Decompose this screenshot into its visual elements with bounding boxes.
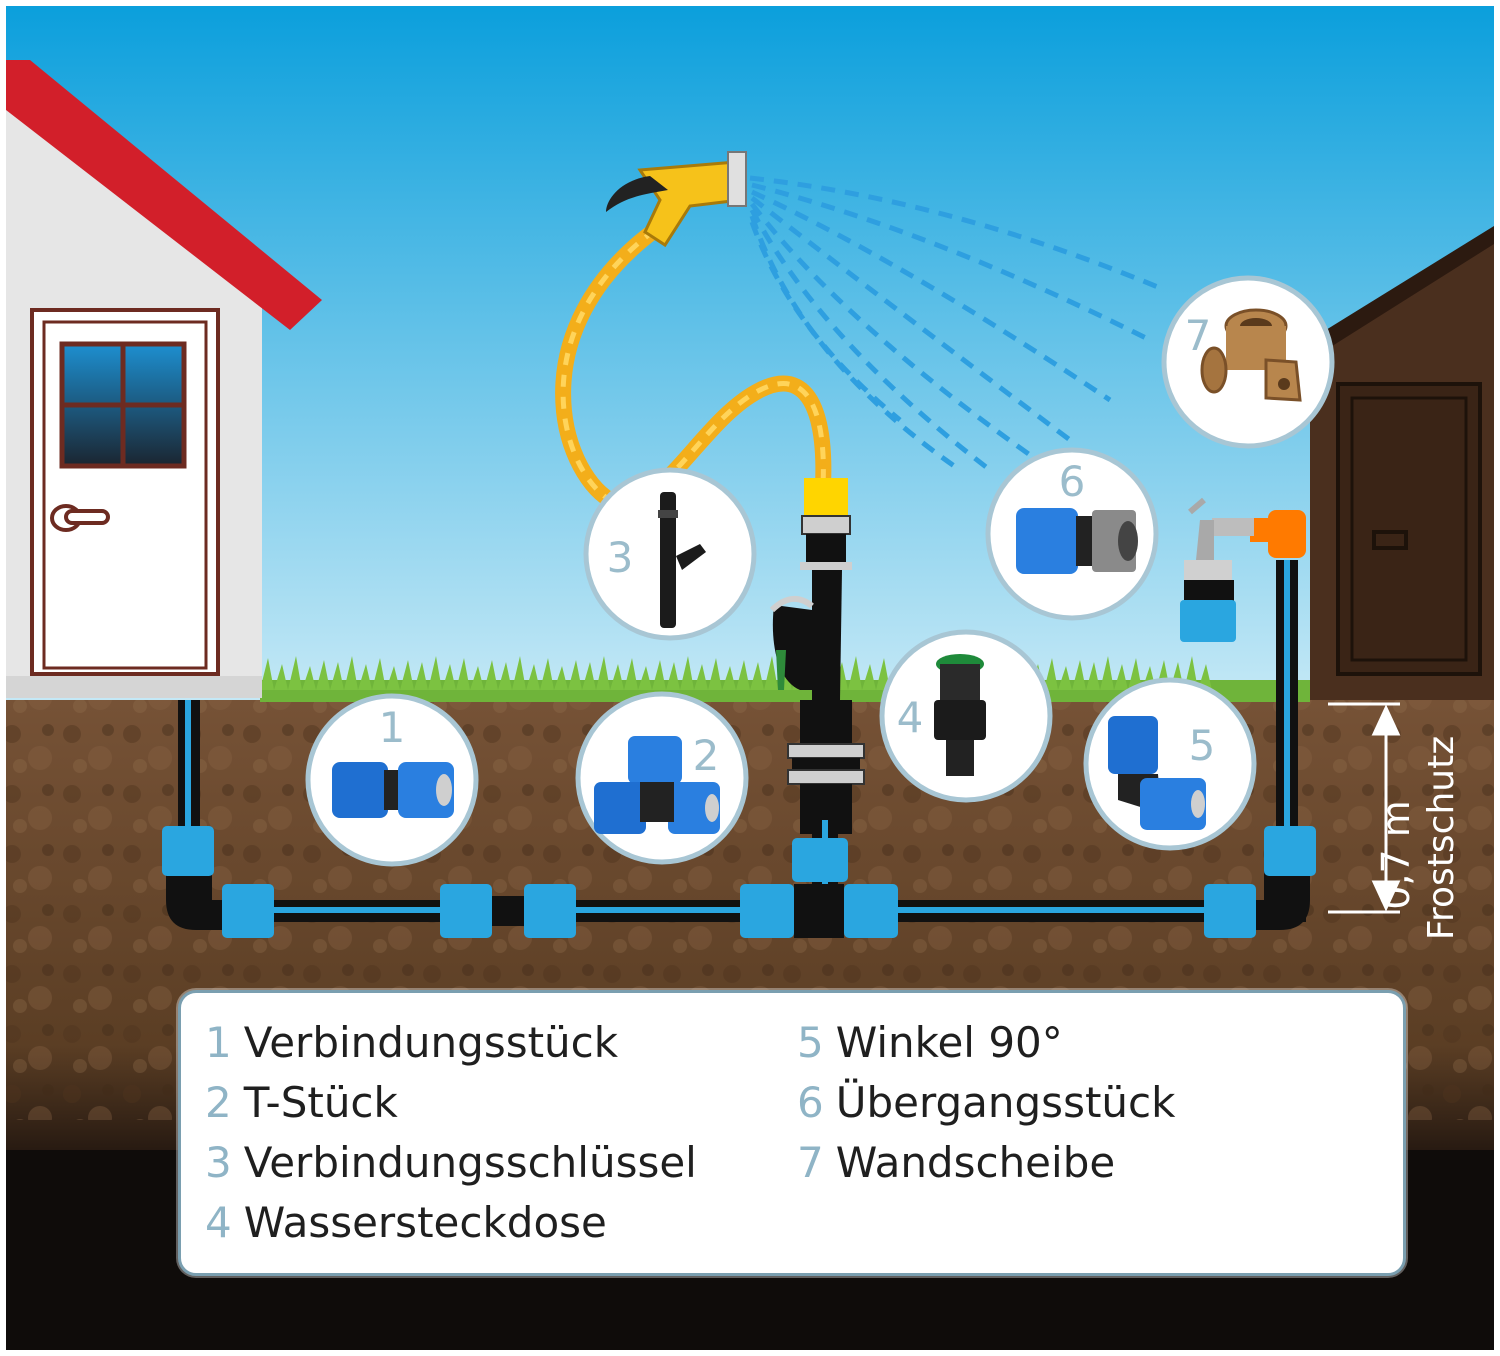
legend-item-number: 2	[205, 1078, 232, 1127]
legend-item-number: 4	[205, 1198, 232, 1247]
depth-value: 0,7 m	[1374, 800, 1418, 910]
callout-1-number: 1	[379, 703, 406, 752]
legend-item-number: 5	[797, 1018, 824, 1067]
callout-6-number: 6	[1059, 457, 1086, 506]
depth-indicator	[1328, 702, 1401, 914]
legend-item-label: Wassersteckdose	[243, 1198, 607, 1247]
callout-6: 6	[985, 447, 1159, 621]
legend-item-number: 7	[797, 1138, 824, 1187]
callout-3: 3	[583, 467, 757, 641]
house	[6, 60, 322, 698]
callout-7: 7	[1161, 275, 1335, 449]
wall-tap	[1180, 497, 1306, 642]
standpipe	[769, 478, 865, 834]
callout-3-number: 3	[607, 533, 634, 582]
callout-5: 5	[1083, 677, 1257, 851]
frost-protection-label: Frostschutz	[1421, 735, 1462, 941]
shed	[1300, 226, 1494, 700]
legend-item-label: Winkel 90°	[835, 1018, 1063, 1067]
legend-item-label: Verbindungsschlüssel	[243, 1138, 697, 1187]
callout-4: 4	[879, 629, 1053, 803]
callout-1: 1	[305, 693, 479, 867]
spray-nozzle	[606, 151, 747, 248]
callout-2-number: 2	[693, 731, 720, 780]
legend-item-number: 6	[797, 1078, 824, 1127]
legend-item-number: 3	[205, 1138, 232, 1187]
legend-item-label: T-Stück	[243, 1078, 398, 1127]
legend-item-label: Übergangsstück	[835, 1078, 1176, 1127]
legend-item-label: Wandscheibe	[835, 1138, 1116, 1187]
legend-item-number: 1	[205, 1018, 232, 1067]
underground-pipes	[162, 560, 1316, 938]
legend-item-label: Verbindungsstück	[243, 1018, 619, 1067]
water-spray	[749, 175, 1166, 473]
callout-5-number: 5	[1189, 721, 1216, 770]
callout-4-number: 4	[897, 693, 924, 742]
callout-2: 2	[575, 691, 749, 865]
